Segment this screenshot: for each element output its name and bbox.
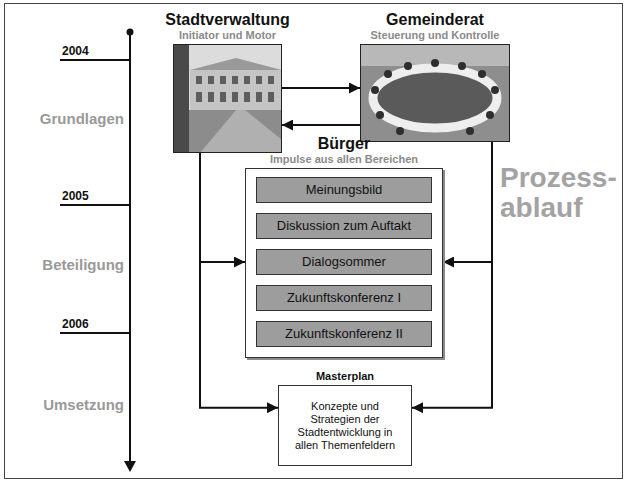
node-subtitle: Impulse aus allen Bereichen (270, 153, 418, 166)
year-tick (60, 59, 130, 61)
photo-people (371, 59, 499, 135)
phase-label: Grundlagen (14, 110, 124, 127)
phase-step-box: Dialogsommer (256, 249, 432, 275)
phase-step-box: Meinungsbild (256, 177, 432, 203)
node-body: Zukunftskonferenz II (285, 326, 403, 342)
year-label: 2005 (62, 189, 122, 203)
flow-arrow (282, 124, 360, 126)
year-label: 2004 (62, 44, 122, 58)
photo-square (173, 110, 282, 153)
timeline-axis (129, 32, 131, 462)
actor-photo-box: GemeinderatSteuerung und Kontrolle (360, 44, 510, 142)
photo-table (373, 68, 497, 128)
node-heading: Gemeinderat (371, 11, 500, 29)
heading-group: Masterplan (316, 370, 374, 383)
actor-photo-box: StadtverwaltungInitiator und Motor (173, 44, 282, 153)
node-text: Diskussion zum Auftakt (277, 218, 411, 234)
picture-frame (5, 4, 623, 479)
heading-group: BürgerImpulse aus allen Bereichen (270, 135, 418, 166)
node-heading: Stadtverwaltung (165, 11, 289, 29)
photo-path (200, 110, 282, 153)
node-body: Diskussion zum Auftakt (277, 218, 411, 234)
node-text: Dialogsommer (302, 254, 386, 270)
photo-wall (360, 44, 510, 66)
phase-step-box: Diskussion zum Auftakt (256, 213, 432, 239)
node-body: Dialogsommer (302, 254, 386, 270)
node-body: Zukunftskonferenz I (287, 290, 401, 306)
flow-arrow (282, 87, 360, 89)
phase-label: Umsetzung (14, 396, 124, 413)
town-hall-photo (173, 44, 282, 153)
phase-step-box: Zukunftskonferenz I (256, 285, 432, 311)
year-tick (60, 332, 130, 334)
node-subtitle: Initiator und Motor (165, 29, 289, 42)
heading-group: GemeinderatSteuerung und Kontrolle (371, 11, 500, 42)
timeline-arrowhead (124, 461, 136, 472)
node-text: Zukunftskonferenz I (287, 290, 401, 306)
photo-tree (173, 44, 189, 153)
phase-label: Beteiligung (14, 256, 124, 273)
year-label: 2006 (62, 317, 122, 331)
photo-building (190, 70, 282, 110)
timeline-start-dot (127, 29, 134, 36)
node-text: Meinungsbild (306, 182, 383, 198)
node-subtitle: Steuerung und Kontrolle (371, 29, 500, 42)
council-photo (360, 44, 510, 142)
node-body: Meinungsbild (306, 182, 383, 198)
flow-arrow (443, 142, 492, 262)
node-text: Zukunftskonferenz II (285, 326, 403, 342)
phase-step-box: Zukunftskonferenz II (256, 321, 432, 347)
year-tick (60, 204, 130, 206)
node-text: Konzepte und Strategien der Stadtentwick… (293, 400, 397, 452)
node-heading: Masterplan (316, 370, 374, 383)
heading-group: StadtverwaltungInitiator und Motor (165, 11, 289, 42)
photo-room (360, 44, 510, 142)
photo-roof (190, 58, 282, 70)
photo-sky (173, 44, 282, 153)
photo-windows (196, 76, 274, 102)
flow-arrow (200, 153, 245, 262)
node-heading: Bürger (270, 135, 418, 153)
participation-box: BürgerImpulse aus allen BereichenMeinung… (245, 168, 443, 358)
node-body: Konzepte und Strategien der Stadtentwick… (293, 400, 397, 452)
result-box: MasterplanKonzepte und Strategien der St… (278, 385, 412, 466)
process-title: Prozess- ablauf (500, 163, 617, 223)
